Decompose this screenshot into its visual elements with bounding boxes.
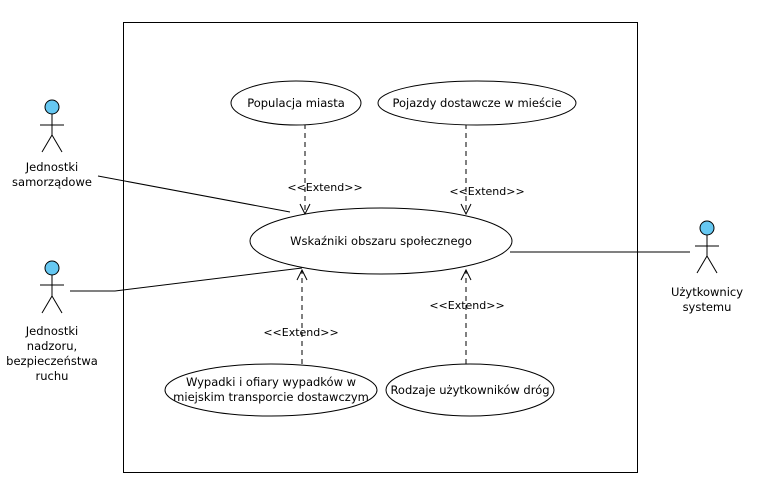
svg-text:Wskaźniki obszaru społecznego: Wskaźniki obszaru społecznego bbox=[290, 234, 472, 248]
use-case-wskazniki-obszaru[interactable]: Wskaźniki obszaru społecznego bbox=[249, 207, 513, 275]
svg-text:Użytkownicy: Użytkownicy bbox=[671, 285, 743, 299]
svg-text:Jednostki: Jednostki bbox=[25, 160, 78, 174]
svg-text:samorządowe: samorządowe bbox=[12, 175, 92, 189]
use-case-populacja-miasta[interactable]: Populacja miasta bbox=[230, 80, 362, 126]
use-case-pojazdy-dostawcze[interactable]: Pojazdy dostawcze w mieście bbox=[377, 80, 577, 126]
svg-text:nadzoru,: nadzoru, bbox=[27, 339, 77, 353]
use-case-wypadki[interactable]: Wypadki i ofiary wypadków w miejskim tra… bbox=[164, 363, 378, 417]
extend-label: <<Extend>> bbox=[429, 299, 504, 312]
svg-text:miejskim transporcie dostawczy: miejskim transporcie dostawczym bbox=[173, 390, 369, 404]
extend-poj-main bbox=[460, 124, 472, 216]
actor-uzytkownicy-systemu[interactable]: Użytkownicy systemu bbox=[671, 220, 743, 314]
system-boundary bbox=[123, 22, 638, 473]
association-brd-main bbox=[70, 267, 303, 292]
extend-rodz-main bbox=[460, 268, 472, 364]
svg-text:Wypadki i ofiary wypadków w: Wypadki i ofiary wypadków w bbox=[186, 375, 356, 389]
extend-label: <<Extend>> bbox=[287, 181, 362, 194]
svg-text:Pojazdy dostawcze w mieście: Pojazdy dostawcze w mieście bbox=[392, 96, 561, 110]
extend-label: <<Extend>> bbox=[449, 185, 524, 198]
svg-text:ruchu: ruchu bbox=[36, 369, 69, 383]
extend-wyp-main bbox=[296, 268, 308, 364]
use-case-rodzaje-uzytkownikow[interactable]: Rodzaje użytkowników dróg bbox=[385, 363, 555, 417]
actor-jednostki-nadzoru[interactable]: Jednostki nadzoru, bezpieczeństwa ruchu bbox=[6, 260, 98, 383]
association-jst-main bbox=[97, 175, 291, 213]
svg-text:Rodzaje użytkowników dróg: Rodzaje użytkowników dróg bbox=[390, 383, 549, 397]
extend-label: <<Extend>> bbox=[263, 326, 338, 339]
svg-text:Jednostki: Jednostki bbox=[25, 324, 78, 338]
actor-jednostki-samorzadowe[interactable]: Jednostki samorządowe bbox=[12, 99, 92, 189]
svg-text:Populacja miasta: Populacja miasta bbox=[247, 96, 345, 110]
extend-pop-main bbox=[299, 124, 311, 216]
svg-text:bezpieczeństwa: bezpieczeństwa bbox=[6, 354, 98, 368]
svg-text:systemu: systemu bbox=[683, 300, 732, 314]
